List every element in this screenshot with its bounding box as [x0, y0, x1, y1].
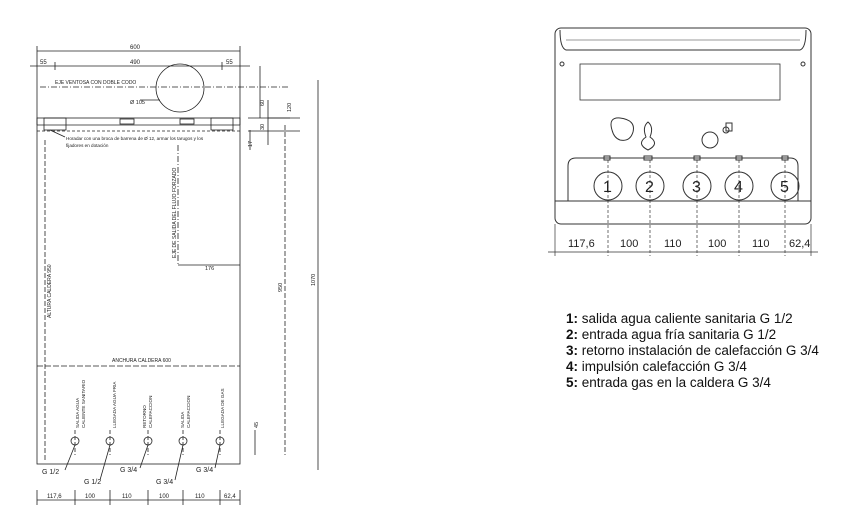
- legend-item: 2: entrada agua fría sanitaria G 1/2: [566, 327, 777, 342]
- conn-circle-3: 3: [692, 179, 701, 196]
- thread-3: G 3/4: [120, 467, 137, 474]
- conn-label-5: LLEGADA DE GAS: [220, 388, 225, 428]
- boiler-width-label: ANCHURA CALDERA 600: [112, 358, 171, 364]
- dim-62-4: 62,4: [789, 238, 810, 250]
- dim-950: 950: [278, 283, 284, 292]
- flue-outlet-axis-label: EJE DE SALIDA DEL FLUJO FORZADO: [172, 167, 178, 258]
- conn-label-3a: RETORNO: [142, 405, 147, 428]
- dim-60: 60: [260, 100, 266, 106]
- conn-circle-1: 1: [603, 179, 612, 196]
- dim-30: 30: [260, 124, 266, 130]
- thread-5: G 3/4: [196, 467, 213, 474]
- legend-item: 4: impulsión calefacción G 3/4: [566, 359, 747, 374]
- dim-117-6: 117,6: [568, 238, 595, 250]
- bottom-dim-3: 110: [122, 494, 132, 500]
- flue-axis-label: EJE VENTOSA CON DOBLE CODO: [55, 80, 136, 86]
- conn-label-4b: CALEFACCION: [186, 396, 191, 428]
- dim-45: 45: [254, 422, 260, 428]
- dim-100-a: 100: [620, 238, 638, 250]
- bottom-dim-6: 62,4: [224, 494, 236, 500]
- dim-490: 490: [130, 60, 141, 66]
- drill-note-2: fijadores en dotación: [66, 143, 109, 148]
- dim-17: 17: [248, 141, 254, 147]
- legend-item: 3: retorno instalación de calefacción G …: [566, 343, 819, 358]
- bottom-dim-1: 117,6: [47, 494, 62, 500]
- boiler-bottom-view: 1 2 3 4 5 117,6 100 110 100 110 62,4: [548, 27, 818, 256]
- conn-label-4a: SALIDA: [180, 411, 185, 428]
- bottom-dim-4: 100: [159, 494, 170, 500]
- dim-110-b: 110: [752, 238, 770, 250]
- dim-100-b: 100: [708, 238, 726, 250]
- conn-circle-4: 4: [734, 179, 743, 196]
- dim-600: 600: [130, 45, 141, 51]
- bottom-dim-2: 100: [85, 494, 96, 500]
- boiler-height-label: ALTURA CALDERA 950: [47, 264, 53, 318]
- thread-4: G 3/4: [156, 479, 173, 486]
- drill-note-1: Horadar con una broca de barrena de Ø 12…: [66, 136, 204, 141]
- dim-1070: 1070: [311, 274, 317, 286]
- bottom-dim-5: 110: [195, 494, 205, 500]
- conn-label-3b: CALEFACCION: [148, 396, 153, 428]
- flue-diameter: Ø 105: [130, 100, 145, 106]
- dim-176: 176: [205, 266, 214, 272]
- boiler-installation-drawing: 600 55 490 55 EJE VENTOSA CON DOBLE CODO…: [30, 45, 319, 505]
- conn-circle-2: 2: [645, 179, 654, 196]
- dim-110-a: 110: [664, 238, 682, 250]
- conn-label-1b: CALIENTE SANITARIO: [81, 379, 86, 428]
- conn-label-1a: SALIDA AGUA: [75, 397, 80, 428]
- thread-2: G 1/2: [84, 479, 101, 486]
- dim-120: 120: [287, 103, 293, 112]
- thread-1: G 1/2: [42, 469, 59, 476]
- dim-55-right: 55: [226, 60, 233, 66]
- legend-item: 5: entrada gas en la caldera G 3/4: [566, 375, 771, 390]
- dim-55-left: 55: [40, 60, 47, 66]
- conn-circle-5: 5: [780, 179, 789, 196]
- connections-legend: 1: salida agua caliente sanitaria G 1/2 …: [566, 311, 819, 391]
- conn-label-2: LLEGADA AGUA FRIA: [112, 381, 117, 428]
- legend-item: 1: salida agua caliente sanitaria G 1/2: [566, 311, 793, 326]
